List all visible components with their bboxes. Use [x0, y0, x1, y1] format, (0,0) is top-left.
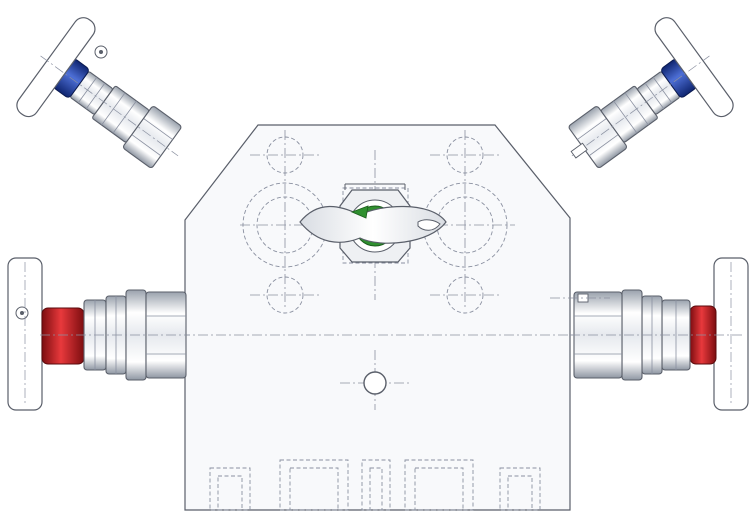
upper-left-isolation-valve — [16, 17, 182, 169]
left-red-sleeve — [41, 307, 85, 365]
left-vent-valve — [7, 257, 187, 411]
mounting-hole — [363, 371, 387, 395]
upper-right-isolation-valve — [568, 17, 734, 169]
bottom-hidden-pockets — [209, 459, 541, 511]
center-equalizer-valve — [299, 183, 447, 263]
vent-centerlines — [24, 262, 745, 406]
right-vent-valve — [550, 257, 749, 411]
equalizer-handle — [299, 205, 447, 244]
upper-left-handwheel-screw — [94, 45, 108, 59]
manifold-body — [184, 124, 571, 511]
